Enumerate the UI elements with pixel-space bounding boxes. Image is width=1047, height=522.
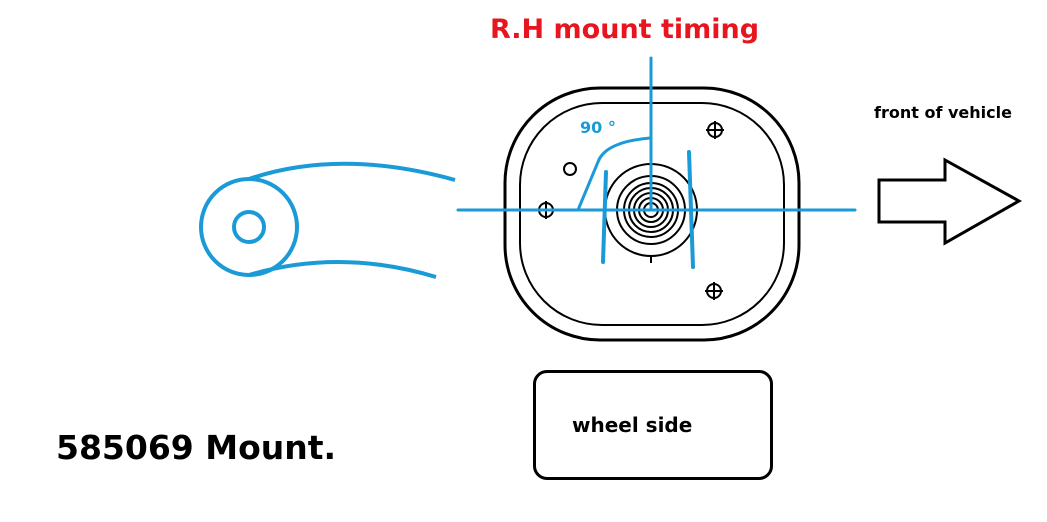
wheel-side-box: wheel side bbox=[533, 370, 773, 480]
arm-upper-edge bbox=[248, 161, 456, 182]
direction-label: front of vehicle bbox=[874, 103, 1012, 122]
diagram-title: R.H mount timing bbox=[490, 14, 760, 45]
angle-arc bbox=[576, 136, 652, 212]
arm-eye-outer bbox=[199, 177, 299, 277]
part-number-label: 585069 Mount. bbox=[56, 428, 337, 467]
arm-lower-edge bbox=[248, 260, 437, 279]
right-flat-line bbox=[687, 150, 695, 269]
timing-lines bbox=[456, 56, 857, 269]
bolt-hole-top-right bbox=[706, 121, 724, 139]
wheel-side-label: wheel side bbox=[572, 413, 693, 437]
bolt-hole-bottom-right bbox=[705, 282, 723, 300]
control-arm bbox=[199, 161, 456, 279]
left-flat-line bbox=[601, 170, 608, 264]
front-arrow-icon bbox=[877, 157, 1023, 246]
small-hole bbox=[563, 162, 577, 176]
angle-label: 90 ° bbox=[580, 118, 616, 137]
arm-eye-inner bbox=[232, 210, 266, 244]
